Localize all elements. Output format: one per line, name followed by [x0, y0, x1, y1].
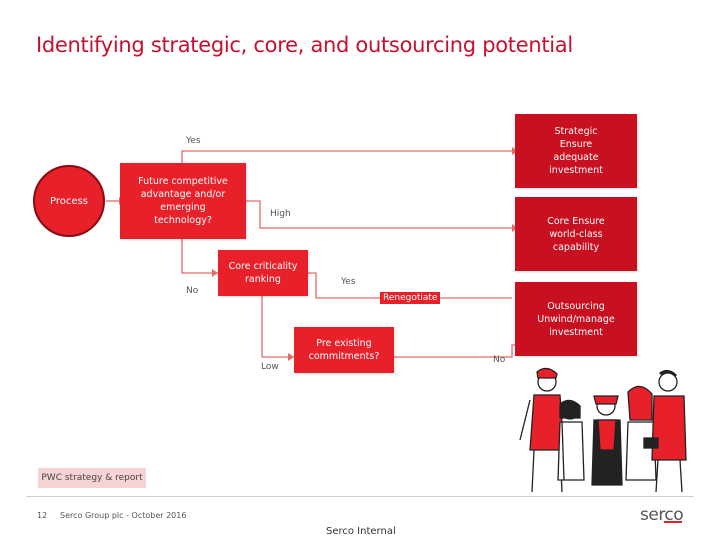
- question-pre-existing-commitments: Pre existing commitments?: [294, 327, 394, 373]
- question-competitive-advantage-label: Future competitive advantage and/or emer…: [138, 176, 228, 226]
- question-competitive-advantage: Future competitive advantage and/or emer…: [120, 163, 246, 239]
- question-core-criticality: Core criticality ranking: [218, 250, 308, 296]
- company-footer: Serco Group plc - October 2016: [60, 511, 187, 520]
- process-label: Process: [50, 195, 88, 207]
- footer-divider: [26, 496, 694, 497]
- question-core-criticality-label: Core criticality ranking: [228, 261, 298, 285]
- edge-label-yes-1: Yes: [186, 136, 201, 146]
- logo-accent-bar: [664, 521, 682, 523]
- renegotiate-label: Renegotiate: [380, 292, 441, 304]
- edge-label-no-2: No: [493, 355, 506, 365]
- outcome-core: Core Ensure world-class capability: [515, 197, 637, 271]
- edge-label-low: Low: [261, 362, 279, 372]
- page-number: 12: [37, 511, 48, 520]
- edge-label-no-1: No: [186, 286, 199, 296]
- outcome-outsourcing: Outsourcing Unwind/manage investment: [515, 282, 637, 356]
- people-illustration: [519, 367, 687, 492]
- edge-label-high: High: [270, 209, 291, 219]
- edge-label-yes-2: Yes: [341, 277, 356, 287]
- page-title: Identifying strategic, core, and outsour…: [36, 33, 573, 57]
- question-pre-existing-commitments-label: Pre existing commitments?: [308, 338, 380, 362]
- outcome-core-label: Core Ensure world-class capability: [547, 215, 605, 253]
- serco-logo: serco: [640, 505, 684, 525]
- outcome-strategic: Strategic Ensure adequate investment: [515, 114, 637, 188]
- classification-label: Serco Internal: [326, 526, 396, 537]
- process-node: Process: [33, 165, 105, 237]
- outcome-outsourcing-label: Outsourcing Unwind/manage investment: [537, 300, 615, 338]
- source-note: PWC strategy & report: [38, 468, 146, 488]
- outcome-strategic-label: Strategic Ensure adequate investment: [549, 126, 603, 176]
